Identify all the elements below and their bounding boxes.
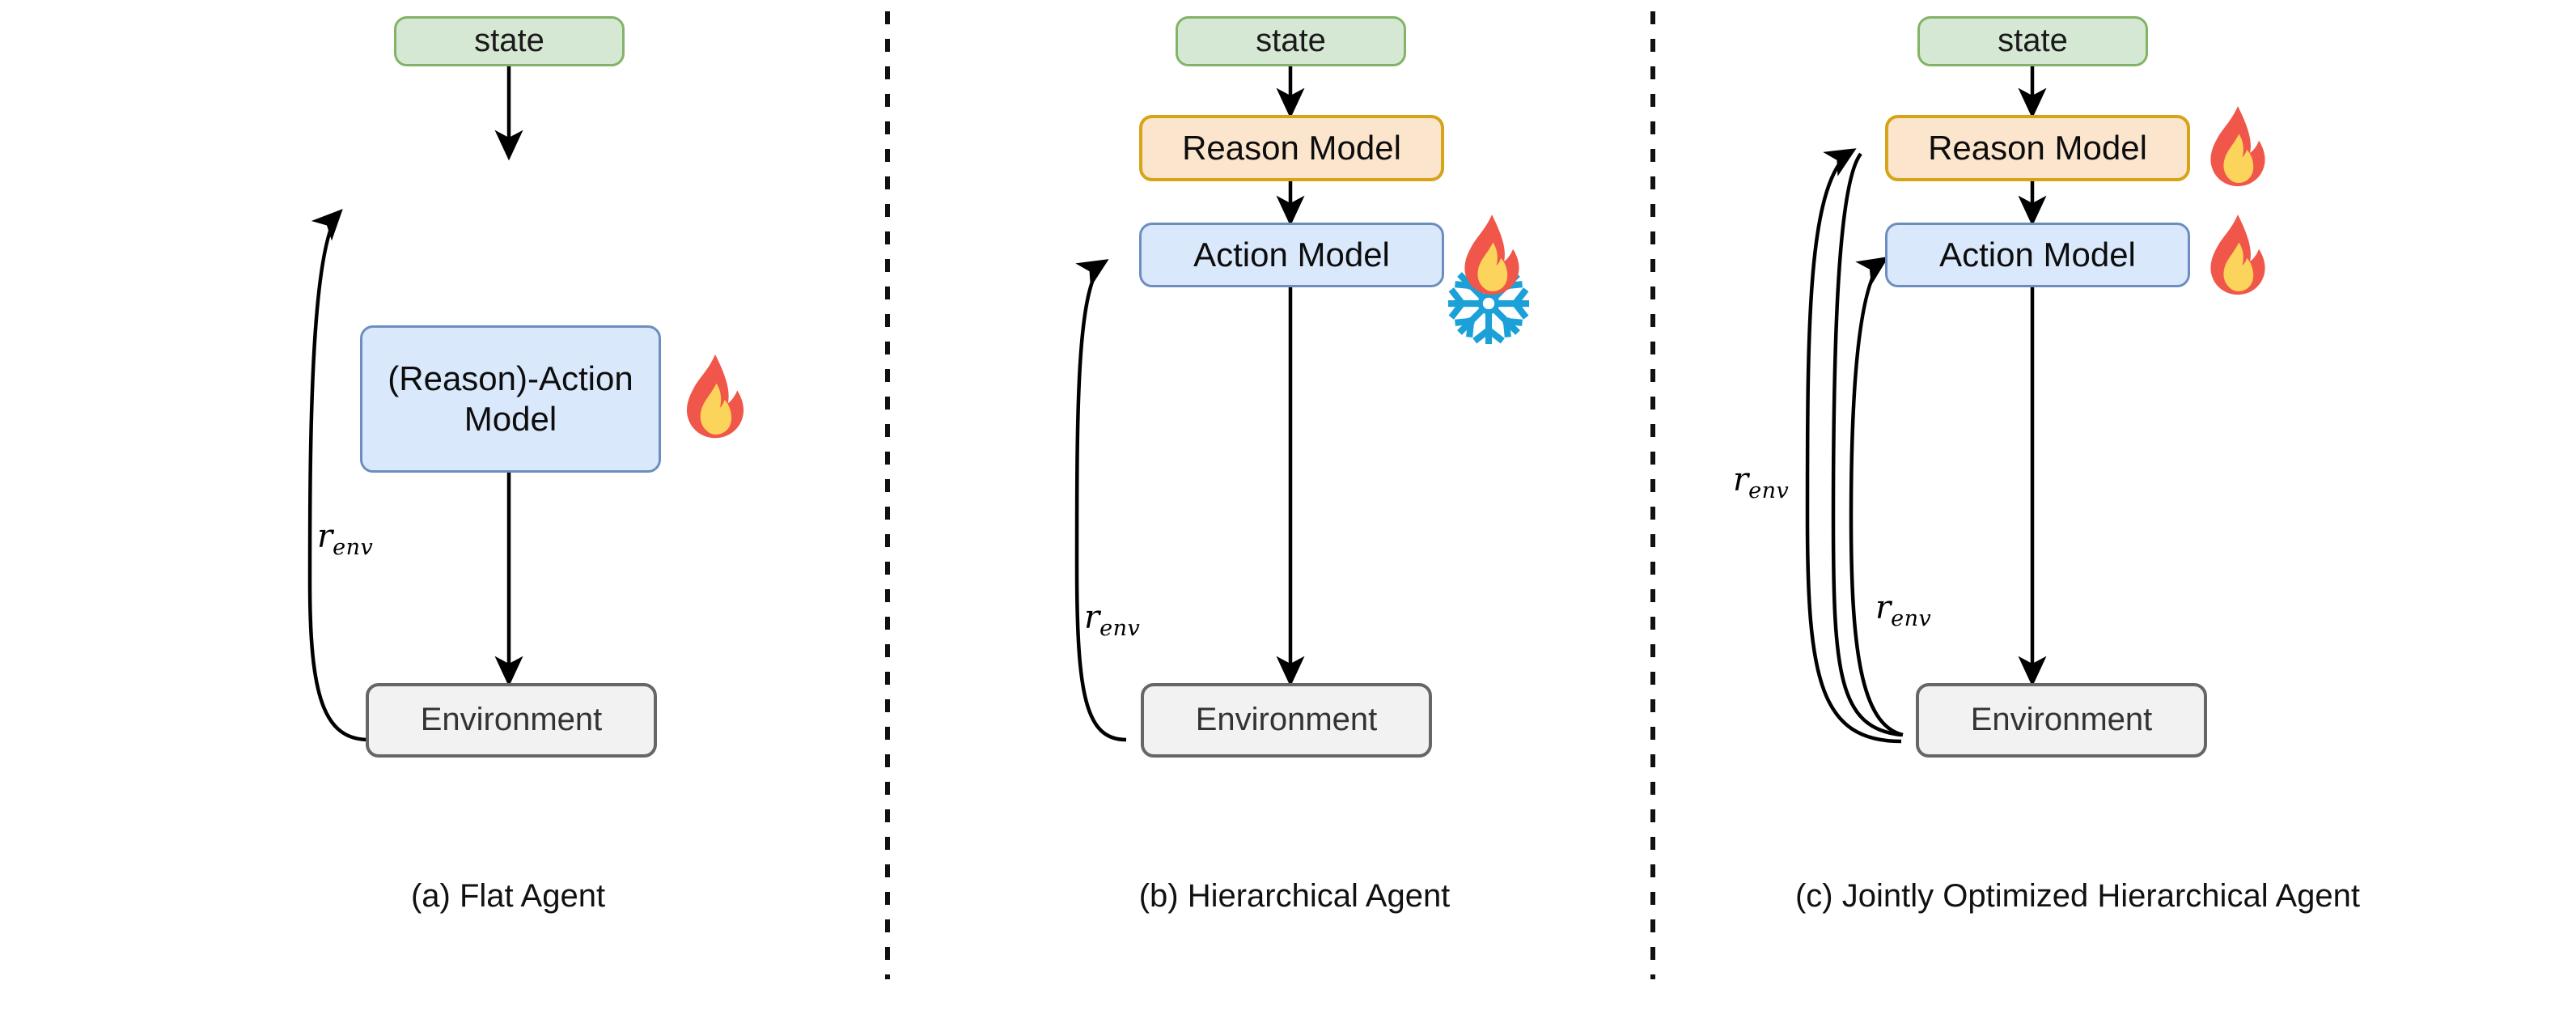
edge-env-to-reason-c-inner	[1831, 152, 1902, 737]
panel-caption-b: (b) Hierarchical Agent	[1138, 878, 1451, 914]
node-state-c[interactable]: state	[1917, 16, 2148, 66]
node-action-model-b[interactable]: Action Model	[1139, 223, 1444, 287]
node-state-b[interactable]: state	[1176, 16, 1406, 66]
panel-caption-a: (a) Flat Agent	[410, 878, 606, 914]
node-action-model-c[interactable]: Action Model	[1885, 223, 2190, 287]
node-environment-b[interactable]: Environment	[1141, 683, 1432, 758]
node-reason-model-b[interactable]: Reason Model	[1139, 115, 1444, 181]
reward-subscript: env	[1099, 616, 1141, 641]
reward-label-b: renv	[1084, 599, 1140, 641]
node-environment-c[interactable]: Environment	[1916, 683, 2207, 758]
reward-base: r	[1733, 461, 1749, 499]
node-reason-action-model-a[interactable]: (Reason)-Action Model	[360, 325, 661, 473]
reward-label-c-action: renv	[1875, 589, 1931, 631]
panel-caption-c: (c) Jointly Optimized Hierarchical Agent	[1794, 878, 2361, 914]
reward-subscript: env	[333, 535, 374, 560]
edge-env-to-model-a	[307, 209, 370, 742]
node-reason-model-c[interactable]: Reason Model	[1885, 115, 2190, 181]
edge-env-to-reason-c	[1805, 148, 1902, 744]
reward-base: r	[1084, 599, 1100, 636]
reward-label-a: renv	[317, 518, 373, 560]
reward-base: r	[317, 518, 333, 555]
reward-subscript: env	[1748, 478, 1790, 503]
node-state-a[interactable]: state	[394, 16, 625, 66]
reward-base: r	[1875, 589, 1892, 626]
edge-env-to-action-c	[1849, 256, 1904, 737]
reward-label-c-reason: renv	[1733, 461, 1789, 503]
edge-env-to-action-b	[1074, 259, 1127, 742]
node-environment-a[interactable]: Environment	[366, 683, 657, 758]
reward-subscript: env	[1891, 606, 1932, 631]
